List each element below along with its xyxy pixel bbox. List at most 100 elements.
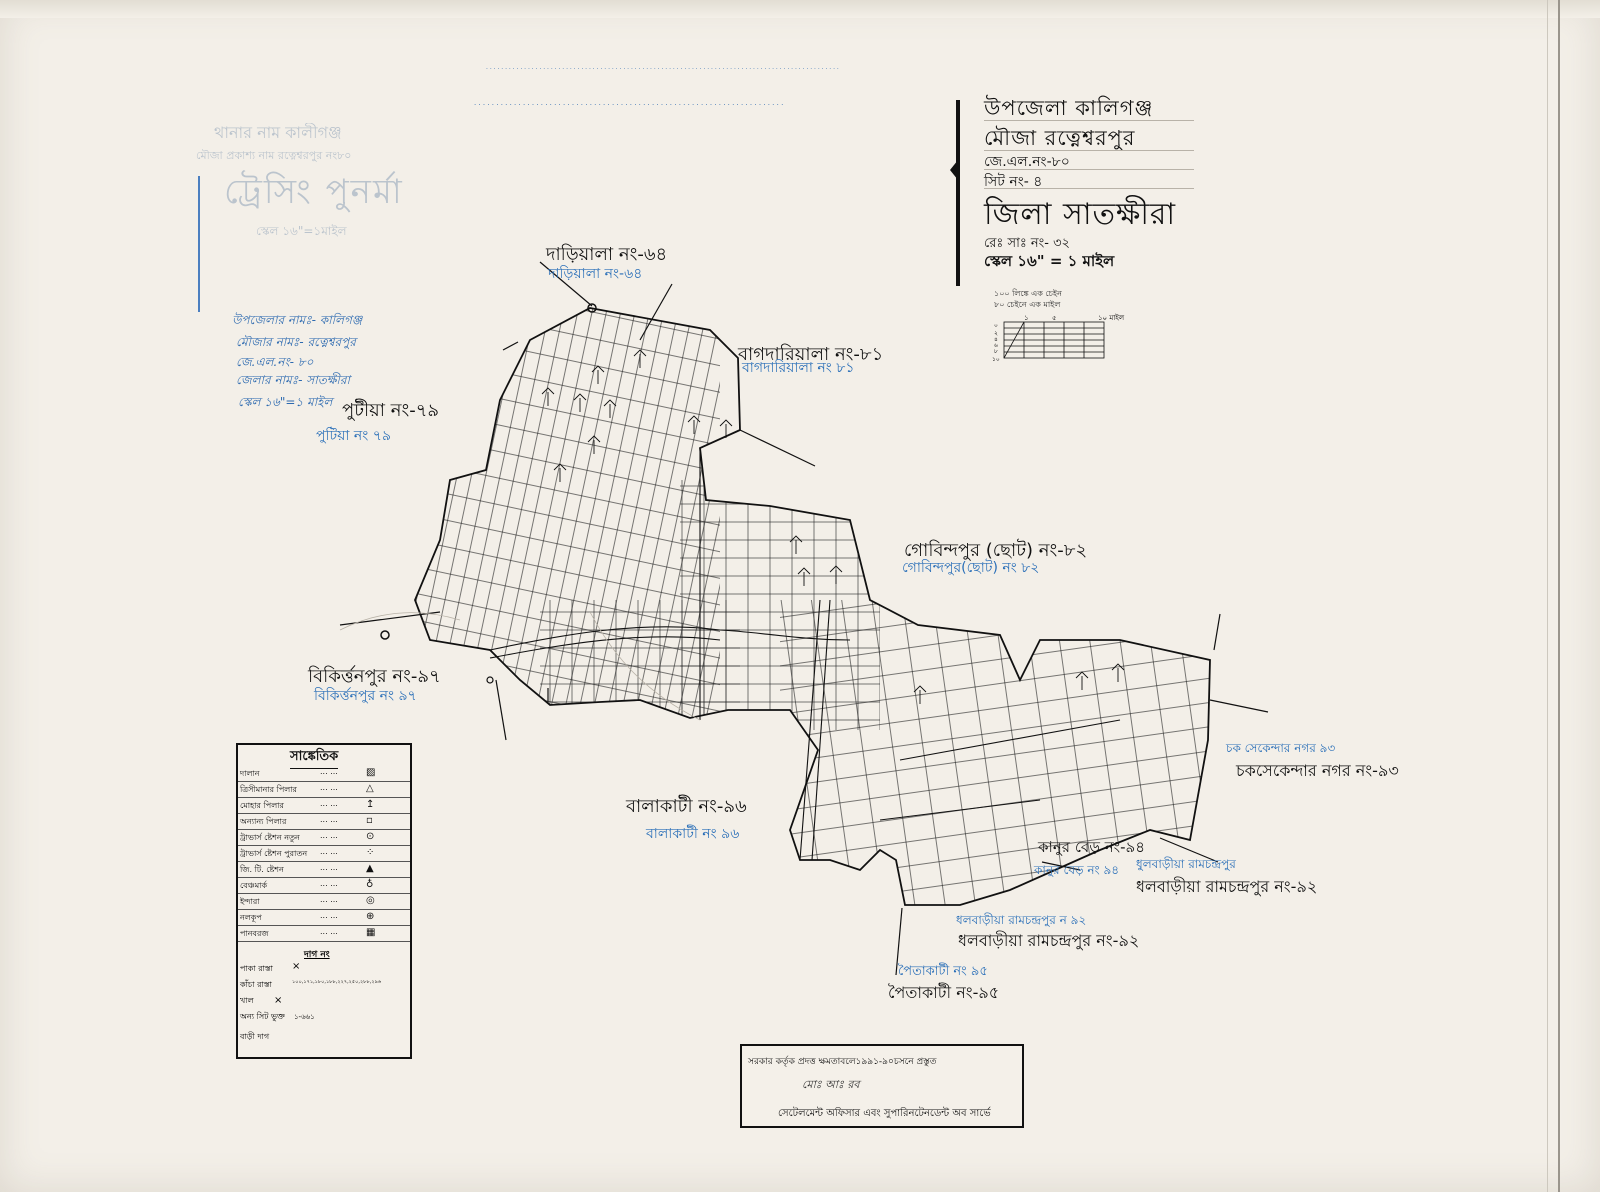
- legend-dag-title: দাগ নং: [304, 950, 330, 960]
- legend-row: বেঞ্চমার্ক... ...♁: [238, 879, 410, 894]
- village-poitakati: পৈতাকাটী নং-৯৫: [888, 983, 1000, 1002]
- mouza-title: মৌজা রত্নেশ্বরপুর: [984, 126, 1136, 150]
- tree-symbols: [541, 349, 1125, 704]
- legend-pakka-mark: ×: [292, 961, 301, 972]
- legend-box: সাঙ্কেতিক দালান... ...▨ ত্রিসীমানার পিলা…: [236, 743, 412, 1059]
- legend-other-sheet: অন্য সিট ভুক্ত: [240, 1012, 285, 1021]
- village-kanur-bed: কানুর বেড় নং-৯৪: [1038, 838, 1146, 856]
- legend-khal: খাল: [240, 996, 254, 1005]
- village-bagadaria: বাগদারিয়ালা নং-৮১: [738, 344, 884, 365]
- village-dhalbaria-2: ধলবাড়ীয়া রামচন্দ্রপুর নং-৯২: [958, 931, 1140, 950]
- legend-label: দালান: [240, 769, 260, 778]
- village-poitakati-blue: পৈতাকাটী নং ৯৫: [898, 964, 988, 979]
- other-pillar-icon: ▫: [366, 815, 373, 826]
- map-scale: স্কেল ১৬" = ১ মাইল: [984, 252, 1115, 270]
- village-dhalbaria-1-blue: ধুলবাড়ীয়া রামচন্দ্রপুর: [1136, 857, 1236, 871]
- district-title: জিলা সাতক্ষীরা: [984, 197, 1177, 232]
- legend-label: পানবরজ: [240, 929, 269, 938]
- legend-label: মোহার পিলার: [240, 801, 284, 810]
- legend-label: ইন্দারা: [240, 897, 260, 906]
- legend-row: নলকূপ ... ... ⊕: [238, 911, 410, 926]
- trijunction-pillar-icon: △: [366, 783, 374, 794]
- tubewell-icon: ⊕: [366, 911, 375, 922]
- mouza-outline: [414, 307, 1211, 906]
- legend-label: ট্রাভার্স ষ্টেশন নতুন: [240, 833, 300, 842]
- village-bikirtanpur-blue: বিকির্ত্তনপুর নং ৯৭: [314, 688, 417, 704]
- legend-label: জি. টি. ষ্টেশন: [240, 865, 284, 874]
- betel-garden-icon: ▦: [366, 927, 376, 938]
- parcel-grid: [415, 308, 1210, 905]
- station-marker-sw: [486, 676, 494, 684]
- scale-tick-4: ৪: [994, 336, 998, 343]
- legend-dots: ... ...: [320, 831, 338, 840]
- legend-label: নলকূপ: [240, 913, 262, 922]
- legend-kacha: কাঁচা রাস্তা: [240, 980, 272, 989]
- scale-tick-2: ২: [994, 330, 998, 337]
- rule-4: [984, 188, 1194, 189]
- legend-row: অন্যান্য পিলার ... ... ▫: [238, 815, 410, 830]
- legend-pakka: পাকা রাস্তা: [240, 964, 274, 973]
- legend-label: ট্রাভার্স ষ্টেশন পুরাতন: [240, 849, 308, 858]
- officer-title: সেটেলমেন্ট অফিসার এবং সুপারিনটেনডেন্ট অব…: [778, 1108, 991, 1119]
- legend-other-values: ১-৬৬১: [294, 1013, 315, 1021]
- village-bikirtanpur: বিকির্ত্তনপুর নং-৯৭: [308, 666, 441, 687]
- legend-row: মোহার পিলার... ...↥: [238, 799, 410, 814]
- legend-dots: ... ...: [320, 815, 338, 824]
- traverse-station-old-icon: ⁘: [366, 847, 375, 858]
- stamp-line1: থানার নাম কালীগঞ্জ: [214, 123, 342, 142]
- station-marker-west: [380, 630, 390, 640]
- station-marker-north: [587, 303, 597, 313]
- rule-2: [984, 150, 1194, 151]
- village-bagadaria-blue: বাগদারিয়ালা নং ৮১: [742, 360, 855, 376]
- officer-signature: মোঃ আঃ রব: [802, 1078, 860, 1091]
- building-icon: ▨: [366, 767, 376, 778]
- village-balakati-blue: বালাকাটী নং ৯৬: [646, 826, 740, 842]
- scale-top-1: ১: [1024, 314, 1029, 322]
- scale-tick-8: ৮: [994, 348, 998, 355]
- legend-bari-dag: বাড়ী দাগ: [240, 1032, 270, 1041]
- scale-tick-0: ০: [994, 322, 998, 329]
- legend-kacha-values: ১০০,১৭১,১৮০,১৮৮,২২৭,২৫০,২৮৮,২৯৬: [292, 979, 382, 985]
- certification-box: সরকার কর্তৃক প্রদত্ত ক্ষমতাবলে১৯৯১-৯০চসন…: [740, 1044, 1024, 1128]
- hand-note-upazila: উপজেলার নামঃ- কালিগঞ্জ: [232, 313, 363, 327]
- rule-3: [984, 169, 1194, 170]
- legend-row: ইন্দারা... ...◎: [238, 895, 410, 910]
- hand-note-scale: স্কেল ১৬"=১ মাইল: [238, 395, 333, 409]
- well-icon: ◎: [366, 895, 375, 906]
- scale-top-5: ৫: [1052, 314, 1057, 322]
- roads: [489, 448, 1121, 861]
- village-kanur-bed-blue: কানুর বেড় নং ৯৪: [1034, 863, 1120, 877]
- village-putia: পুটীয়া নং-৭৯: [342, 400, 440, 421]
- legend-dots: ... ...: [320, 927, 338, 936]
- mohar-pillar-icon: ↥: [366, 799, 375, 810]
- scale-top-10: ১০ মাইল: [1098, 314, 1125, 322]
- benchmark-icon: ♁: [366, 879, 374, 890]
- scale-bar: ০ ২ ৪ ৬ ৮ ১০ ১ ৫ ১০ মাইল: [992, 314, 1124, 368]
- header-row-2: · · · · · · · · · · · · · · · · · · · · …: [474, 101, 784, 109]
- village-balakati: বালাকাটী নং-৯৬: [626, 796, 747, 817]
- sheet-number: সিট নং- ৪: [984, 174, 1043, 190]
- legend-row: পানবরজ ... ... ▦: [238, 927, 410, 942]
- hand-note-mouza: মৌজার নামঃ- রত্নেশ্বরপুর: [236, 335, 356, 349]
- hand-note-district: জেলার নামঃ- সাতক্ষীরা: [236, 373, 350, 387]
- village-dariala: দাড়িয়ালা নং-৬৪: [546, 244, 668, 265]
- scale-tick-6: ৬: [994, 342, 998, 349]
- stamp-line2: মৌজা প্রকাশ্য নাম রত্নেশ্বরপুর নং৮০: [196, 149, 352, 162]
- village-chak-sekendar: চকসেকেন্দার নগর নং-৯৩: [1236, 761, 1399, 780]
- chain-note-line1: ১০০ লিঙ্কে এক চেইন: [994, 289, 1062, 298]
- sheet-edge-line: [1558, 0, 1560, 1192]
- legend-dots: ... ...: [320, 911, 338, 920]
- traverse-station-new-icon: ⊙: [366, 831, 375, 842]
- village-dariala-blue: দাড়িয়ালা নং-৬৪: [548, 266, 643, 282]
- scale-bar-graphic: [1003, 321, 1105, 359]
- faint-roads: [339, 611, 701, 721]
- village-chak-sekendar-blue: চক সেকেন্দার নগর ৯৩: [1226, 741, 1336, 755]
- certification-text: সরকার কর্তৃক প্রদত্ত ক্ষমতাবলে১৯৯১-৯০চসন…: [748, 1057, 937, 1067]
- legend-label: অন্যান্য পিলার: [240, 817, 287, 826]
- scale-tick-10: ১০: [992, 356, 1000, 363]
- hand-note-jl: জে.এল.নং- ৮০: [236, 355, 314, 369]
- village-gobindapur: গোবিন্দপুর (ছোট) নং-৮২: [904, 540, 1088, 561]
- village-dhalbaria-2-blue: ধলবাড়ীয়া রামচন্দ্রপুর ন ৯২: [956, 913, 1087, 927]
- chain-note-line2: ৮০ চেইনে এক মাইল: [994, 300, 1061, 309]
- legend-khal-mark: ×: [274, 995, 283, 1006]
